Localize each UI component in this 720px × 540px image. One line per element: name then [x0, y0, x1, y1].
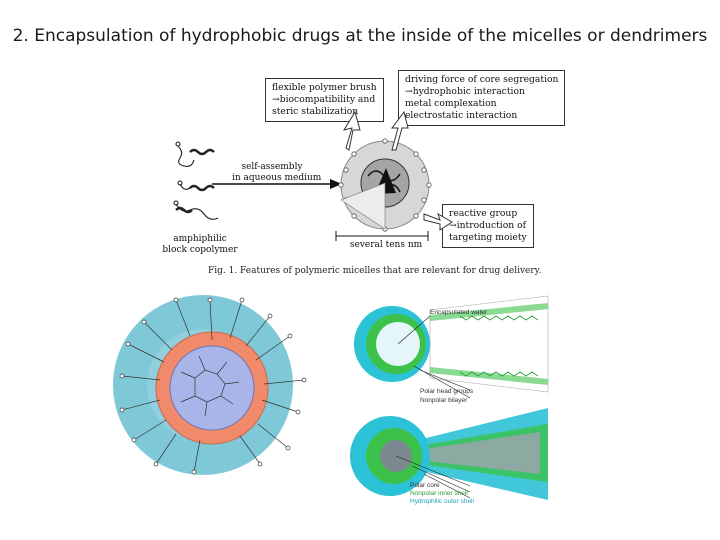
- box-core-segregation: driving force of core segregation →hydro…: [398, 70, 566, 126]
- copolymer-line-1: amphiphilic: [173, 234, 227, 244]
- core-segregation-line-3: metal complexation: [405, 98, 497, 109]
- corona-chains: [338, 138, 432, 232]
- label-nonpolar-bilayer: Nonpolar bilayer: [420, 397, 468, 404]
- self-assembly-line-1: self-assembly: [241, 162, 303, 172]
- label-polar-head-groups: Polar head groups: [420, 388, 474, 395]
- slide-title: 2. Encapsulation of hydrophobic drugs at…: [12, 26, 708, 46]
- core-segregation-line-1: driving force of core segregation: [405, 74, 559, 85]
- label-encapsulated-water: Encapsulated water: [430, 309, 488, 316]
- box-reactive-group: reactive group →introduction of targetin…: [442, 204, 534, 248]
- self-assembly-line-2: in aqueous medium: [232, 173, 322, 183]
- copolymer-label: amphiphilic block copolymer: [160, 234, 240, 256]
- core-segregation-line-4: electrostatic interaction: [405, 110, 518, 121]
- dendrimer-branches: [121, 299, 305, 473]
- copolymer-molecules: [173, 141, 219, 220]
- self-assembly-label: self-assembly in aqueous medium: [232, 162, 322, 184]
- figure1-caption: Fig. 1. Features of polymeric micelles t…: [208, 266, 542, 276]
- reactive-group-line-3: targeting moiety: [449, 232, 527, 243]
- reactive-group-line-1: reactive group: [449, 208, 518, 219]
- reactive-group-line-2: →introduction of: [449, 220, 527, 231]
- label-nonpolar-inner-shell: Nonpolar inner shell: [410, 490, 468, 497]
- core-segregation-line-2: →hydrophobic interaction: [405, 86, 525, 97]
- dendrimer-end-groups: [119, 297, 307, 475]
- dendrimer-core: [169, 345, 255, 431]
- liposome-bilayer-pattern: [459, 315, 539, 377]
- polymer-brush-line-3: steric stabilization: [272, 106, 359, 117]
- callout-arrows: [342, 110, 453, 231]
- label-hydrophilic-outer-shell: Hydrophilic outer shell: [410, 498, 474, 505]
- size-label: several tens nm: [346, 240, 426, 251]
- copolymer-line-2: block copolymer: [162, 245, 238, 255]
- label-polar-core: Polar core: [410, 482, 440, 489]
- box-polymer-brush: flexible polymer brush →biocompatibility…: [265, 78, 384, 122]
- polymer-brush-line-1: flexible polymer brush: [272, 82, 377, 93]
- polymer-brush-line-2: →biocompatibility and: [272, 94, 376, 105]
